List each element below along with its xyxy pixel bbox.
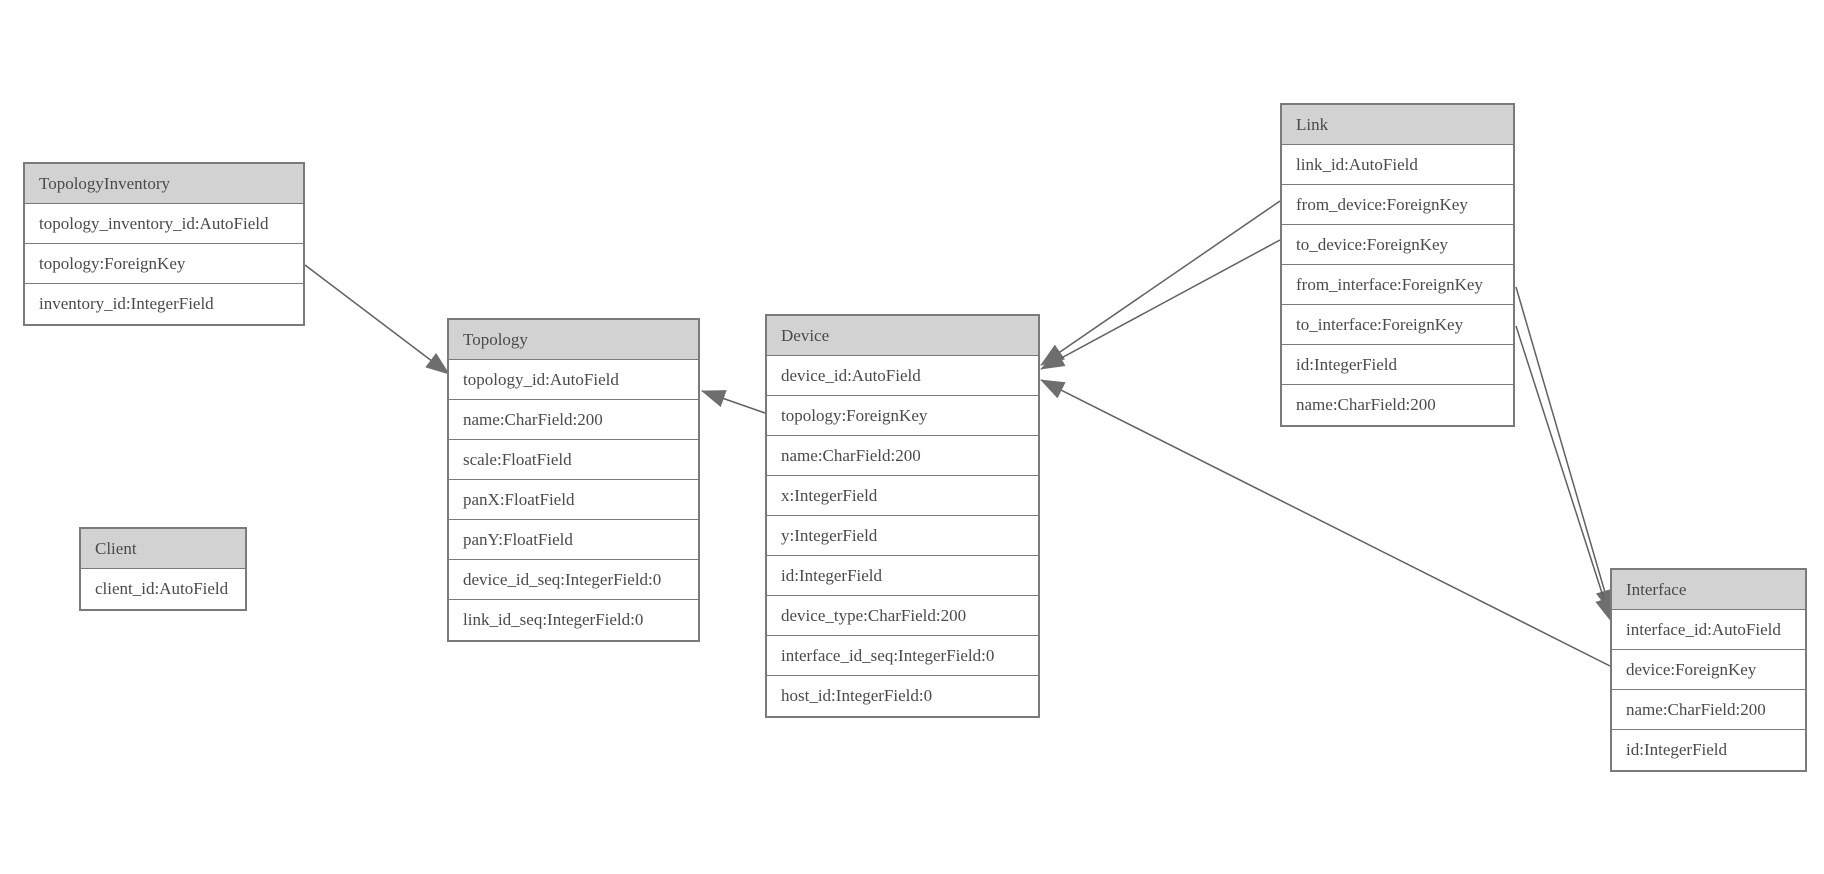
edge-device-topology <box>701 390 766 414</box>
entity-field: panX:FloatField <box>449 480 698 520</box>
entity-field: id:IntegerField <box>767 556 1038 596</box>
edge-link-from-interface-to-interface-table <box>1515 286 1614 614</box>
entity-title: TopologyInventory <box>25 164 303 204</box>
edges-group <box>304 200 1614 667</box>
entity-field: topology:ForeignKey <box>25 244 303 284</box>
entity-field: device_type:CharField:200 <box>767 596 1038 636</box>
edge-interface-device <box>1040 379 1611 667</box>
edge-topologyinventory-topology <box>304 264 450 375</box>
entity-field: name:CharField:200 <box>449 400 698 440</box>
entity-field: panY:FloatField <box>449 520 698 560</box>
entity-title: Topology <box>449 320 698 360</box>
entity-field: device_id_seq:IntegerField:0 <box>449 560 698 600</box>
entity-field: topology_inventory_id:AutoField <box>25 204 303 244</box>
entity-field: link_id:AutoField <box>1282 145 1513 185</box>
entity-field: to_interface:ForeignKey <box>1282 305 1513 345</box>
entity-field: to_device:ForeignKey <box>1282 225 1513 265</box>
entity-title: Link <box>1282 105 1513 145</box>
entity-field: interface_id:AutoField <box>1612 610 1805 650</box>
entity-field: from_device:ForeignKey <box>1282 185 1513 225</box>
edge-link-from-device-to-device-table <box>1040 200 1281 366</box>
entity-title: Client <box>81 529 245 569</box>
entity-title: Interface <box>1612 570 1805 610</box>
entity-title: Device <box>767 316 1038 356</box>
entity-field: from_interface:ForeignKey <box>1282 265 1513 305</box>
entity-field: topology:ForeignKey <box>767 396 1038 436</box>
entity-field: id:IntegerField <box>1612 730 1805 770</box>
entity-field: inventory_id:IntegerField <box>25 284 303 324</box>
entity-field: x:IntegerField <box>767 476 1038 516</box>
edge-link-to-interface-to-interface-table <box>1515 325 1613 622</box>
edge-link-to-device-to-device-table <box>1040 239 1281 370</box>
entity-field: scale:FloatField <box>449 440 698 480</box>
entity-field: id:IntegerField <box>1282 345 1513 385</box>
entity-field: link_id_seq:IntegerField:0 <box>449 600 698 640</box>
entity-field: name:CharField:200 <box>1612 690 1805 730</box>
entity-field: name:CharField:200 <box>767 436 1038 476</box>
entity-field: y:IntegerField <box>767 516 1038 556</box>
entity-field: topology_id:AutoField <box>449 360 698 400</box>
entity-field: device:ForeignKey <box>1612 650 1805 690</box>
entity-field: interface_id_seq:IntegerField:0 <box>767 636 1038 676</box>
entity-field: device_id:AutoField <box>767 356 1038 396</box>
entity-field: name:CharField:200 <box>1282 385 1513 425</box>
entity-field: client_id:AutoField <box>81 569 245 609</box>
entity-field: host_id:IntegerField:0 <box>767 676 1038 716</box>
